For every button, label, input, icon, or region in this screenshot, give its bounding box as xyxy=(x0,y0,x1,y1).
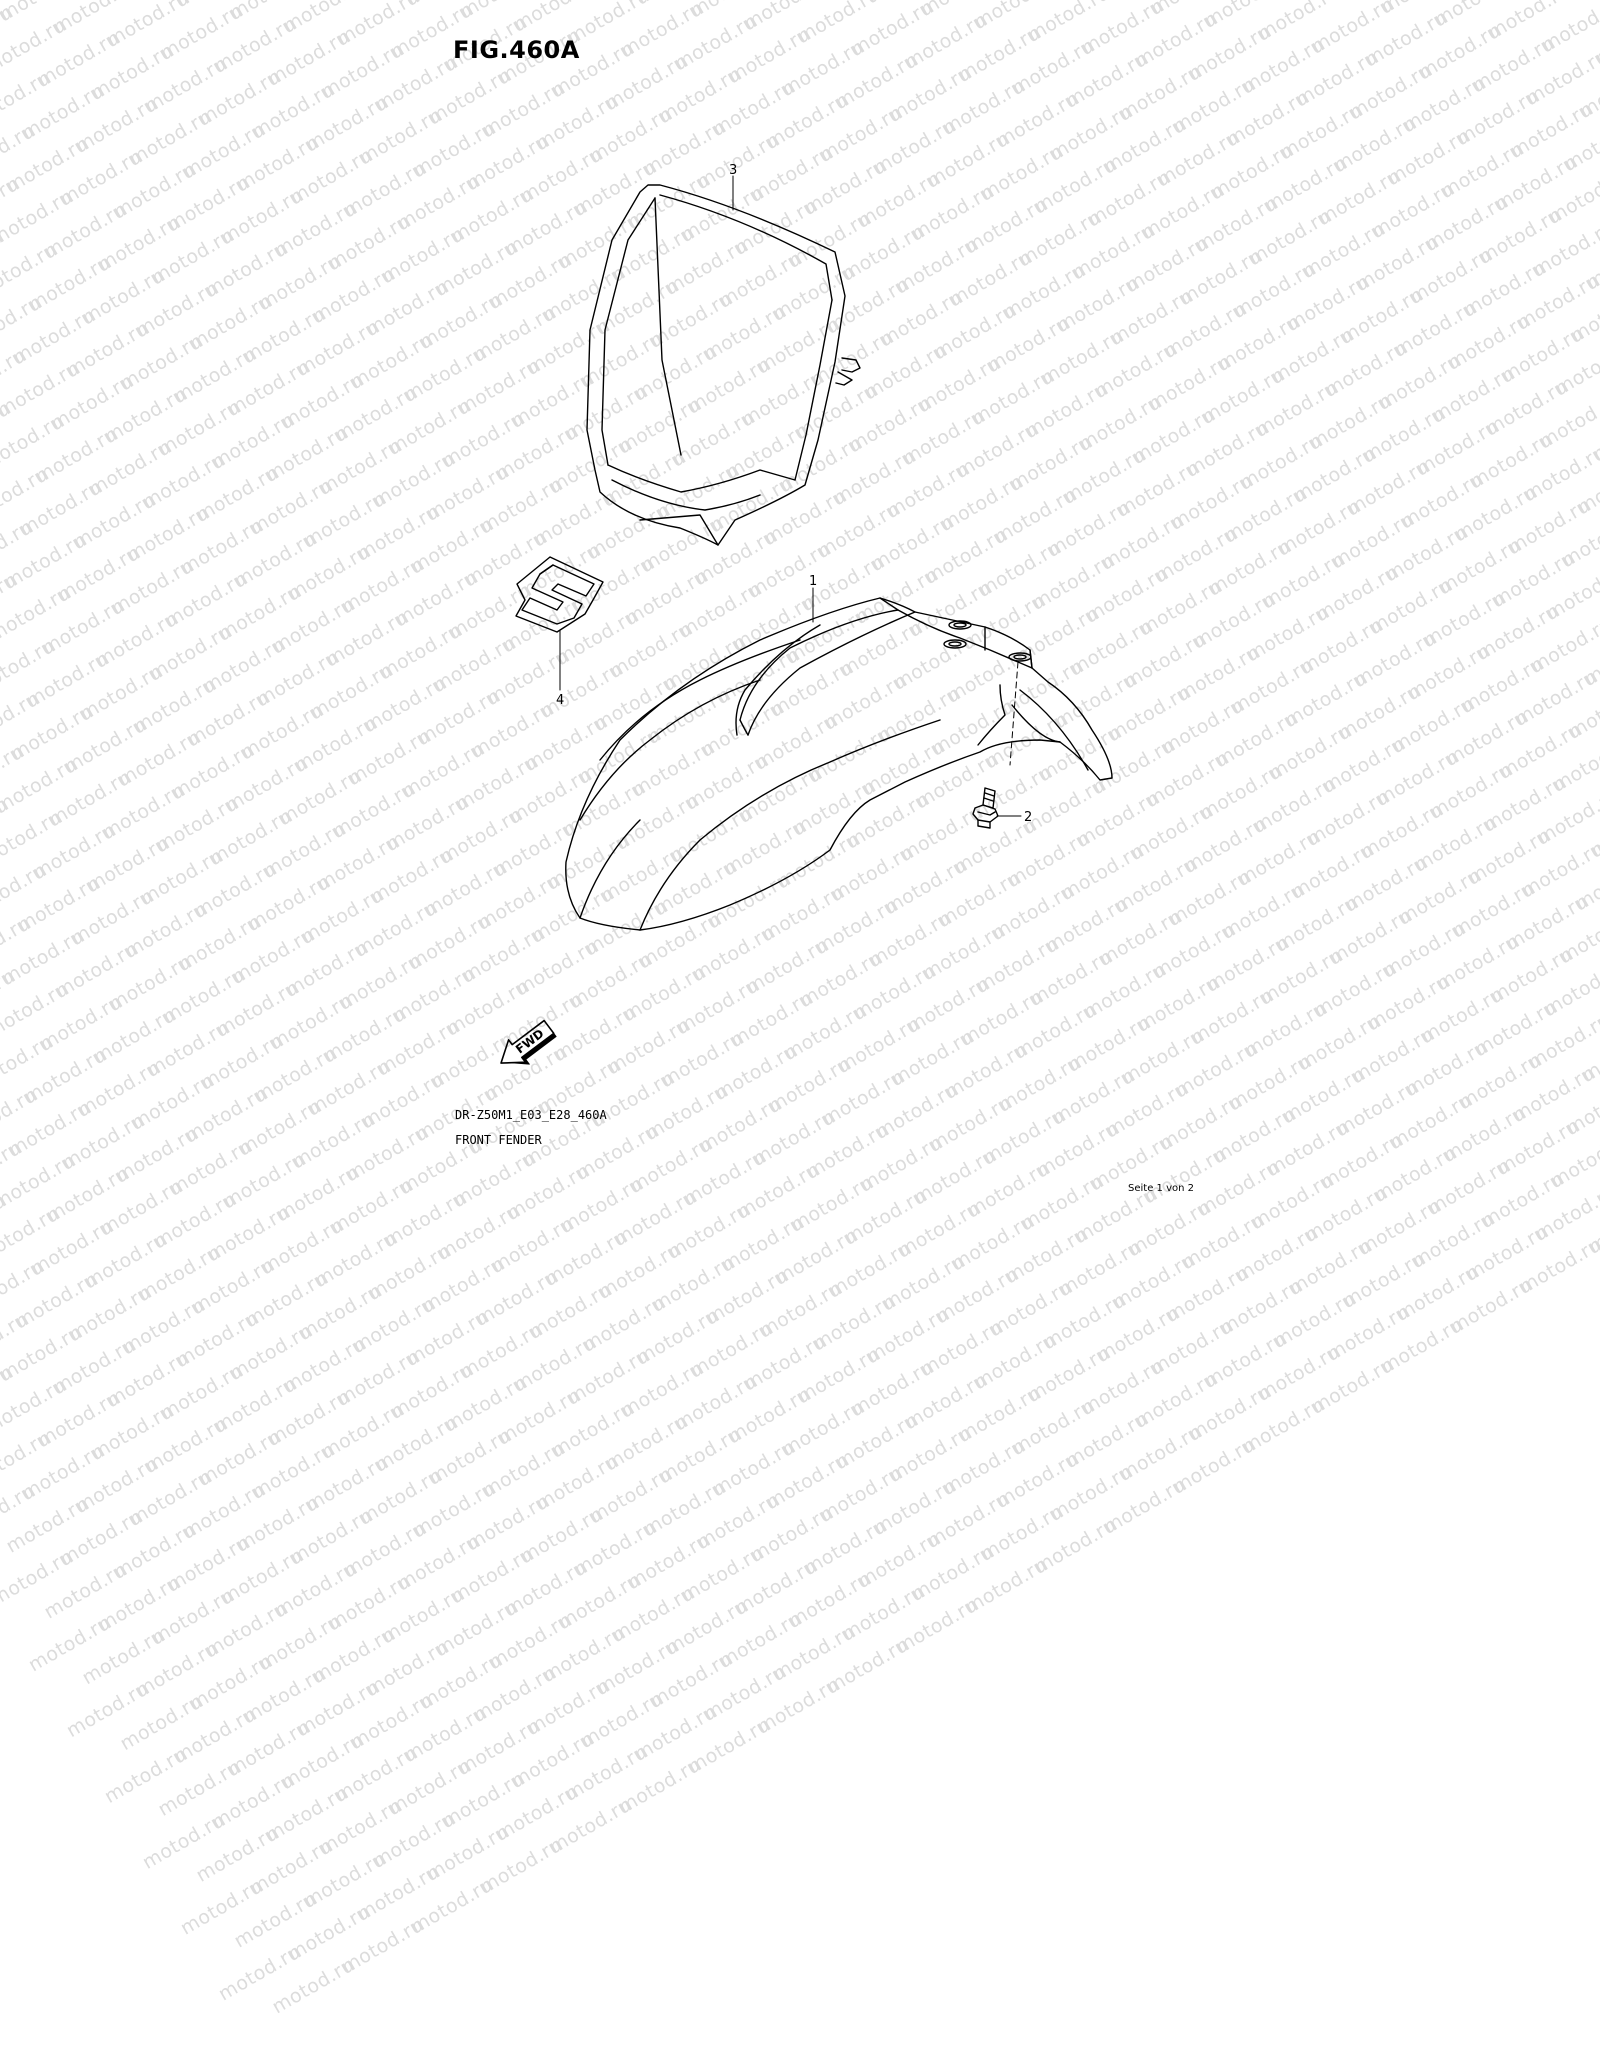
leader-lines xyxy=(559,175,1022,817)
fwd-direction-marker xyxy=(500,1019,557,1065)
bolt-part xyxy=(972,787,999,829)
callout-3: 3 xyxy=(729,163,737,178)
emblem-part xyxy=(515,556,604,633)
number-plate-part xyxy=(586,184,861,546)
drawing-code: DR-Z50M1_E03_E28_460A xyxy=(455,1108,607,1122)
parts-diagram: 3 4 1 2 FWD xyxy=(500,163,1113,1065)
figure-title: FIG.460A xyxy=(453,36,580,64)
callout-2: 2 xyxy=(1024,810,1032,825)
page-indicator: Seite 1 von 2 xyxy=(1128,1183,1194,1194)
front-fender-part xyxy=(565,597,1113,931)
drawing-name: FRONT FENDER xyxy=(455,1133,542,1147)
callout-4: 4 xyxy=(556,693,564,708)
callout-1: 1 xyxy=(809,574,817,589)
